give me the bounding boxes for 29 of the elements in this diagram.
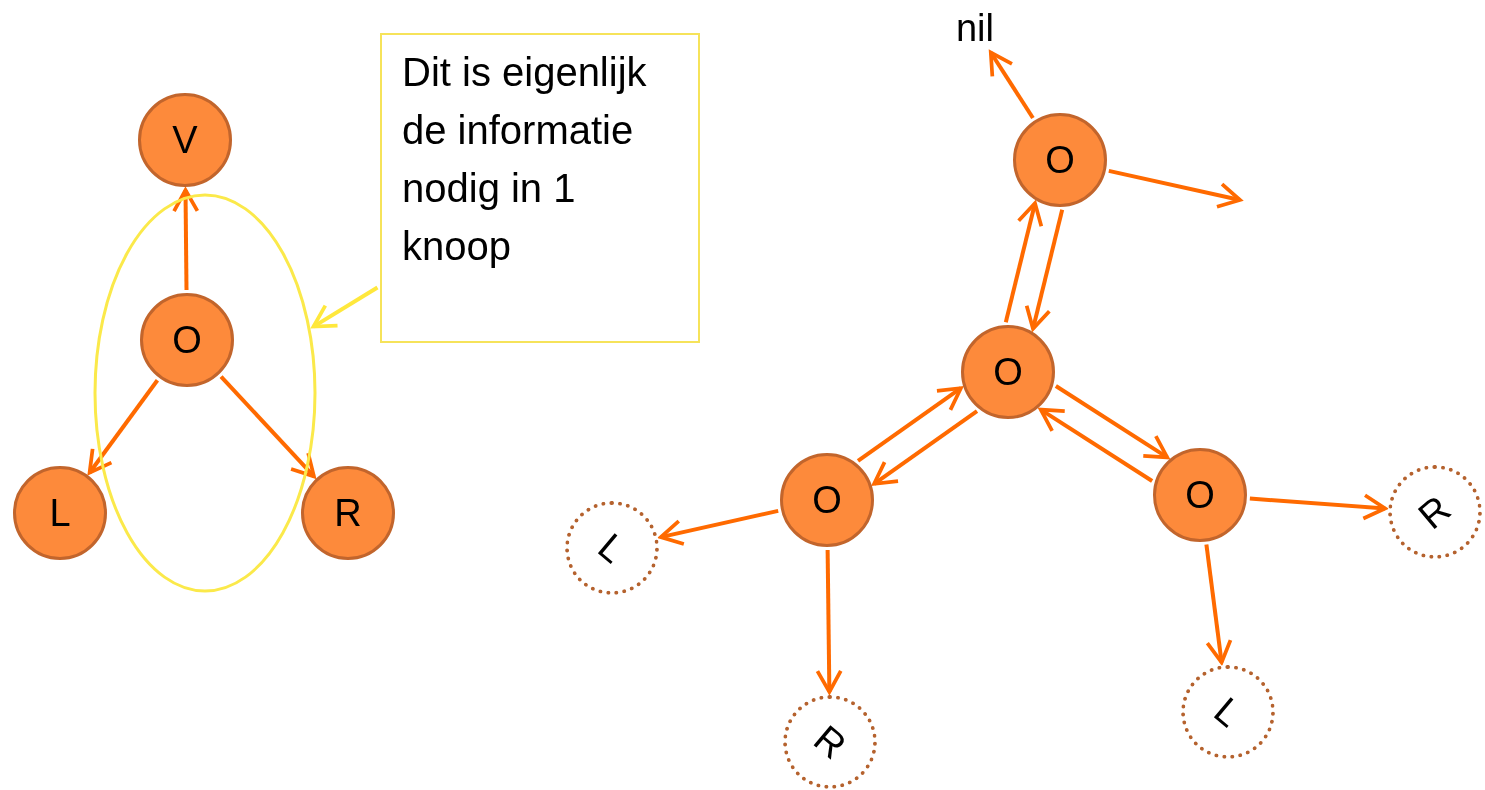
arrow xyxy=(658,508,779,546)
dashed-node-circle: R xyxy=(783,695,877,789)
arrow xyxy=(815,549,843,694)
arrow xyxy=(1038,407,1154,483)
node-circle: L xyxy=(13,466,107,560)
arrow xyxy=(219,375,316,479)
node-circle: O xyxy=(140,293,234,387)
node-circle: O xyxy=(780,453,874,547)
node-circle: O xyxy=(1013,113,1107,207)
arrow xyxy=(1204,544,1233,665)
node-circle: O xyxy=(1153,448,1247,542)
dashed-node-circle: R xyxy=(1388,465,1482,559)
arrow xyxy=(1024,209,1065,331)
arrow xyxy=(1003,201,1044,323)
dashed-node-circle: L xyxy=(1181,665,1275,759)
node-circle: O xyxy=(961,325,1055,419)
arrow xyxy=(1108,168,1242,209)
dashed-node-circle: L xyxy=(565,501,659,595)
arrow xyxy=(872,409,979,486)
arrow xyxy=(172,188,200,291)
arrow xyxy=(87,379,159,475)
node-circle: V xyxy=(138,93,232,187)
arrow xyxy=(856,386,963,463)
leader-arrow xyxy=(311,285,379,329)
node-circle: R xyxy=(301,466,395,560)
nil-label: nil xyxy=(945,6,1005,50)
callout-box: Dit is eigenlijk de informatie nodig in 1 knoop xyxy=(380,33,700,343)
arrow xyxy=(1054,384,1170,460)
arrow xyxy=(988,50,1035,120)
